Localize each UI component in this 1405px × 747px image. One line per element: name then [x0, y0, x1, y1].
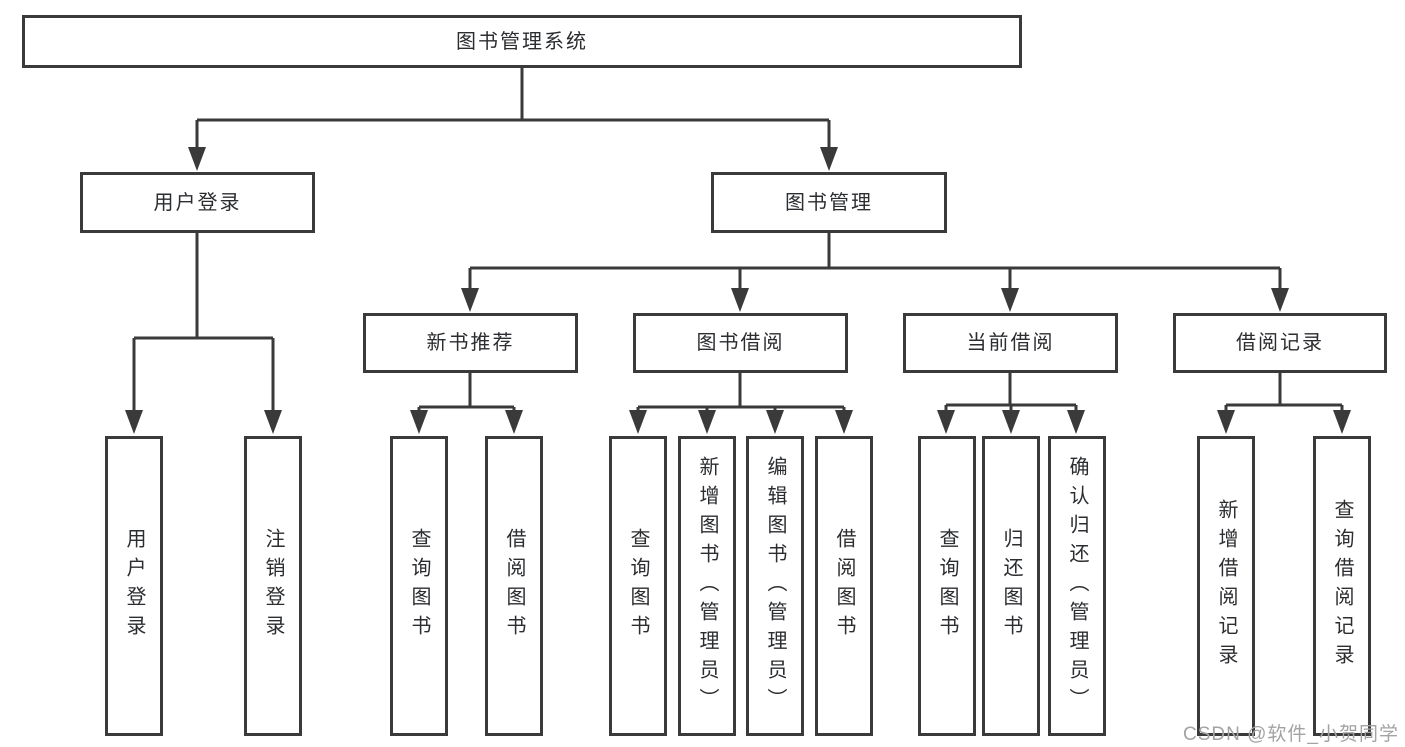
leaf-confirm-return-admin: 确认归还（管理员） [1048, 436, 1106, 736]
leaf-user-login: 用户登录 [105, 436, 163, 736]
node-user-login: 用户登录 [80, 172, 315, 233]
node-new-book-recommend: 新书推荐 [363, 313, 578, 373]
leaf-borrow-books-recommend: 借阅图书 [485, 436, 543, 736]
leaf-add-books-admin-label: 新增图书（管理员） [696, 455, 718, 717]
leaf-return-books: 归还图书 [982, 436, 1040, 736]
leaf-confirm-return-admin-label: 确认归还（管理员） [1066, 455, 1088, 717]
leaf-query-books-recommend: 查询图书 [390, 436, 448, 736]
leaf-add-books-admin: 新增图书（管理员） [678, 436, 736, 736]
node-new-book-recommend-label: 新书推荐 [426, 332, 515, 354]
leaf-query-borrow-record: 查询借阅记录 [1313, 436, 1371, 736]
node-borrow-records: 借阅记录 [1173, 313, 1387, 373]
leaf-borrow-books: 借阅图书 [815, 436, 873, 736]
leaf-query-books-current: 查询图书 [918, 436, 976, 736]
watermark-text: CSDN @软件_小贺同学 [1183, 724, 1399, 745]
node-book-borrow: 图书借阅 [633, 313, 848, 373]
node-library-system: 图书管理系统 [22, 15, 1022, 68]
leaf-query-books-recommend-label: 查询图书 [408, 528, 430, 644]
leaf-query-books-label: 查询图书 [627, 528, 649, 644]
node-library-system-label: 图书管理系统 [456, 30, 588, 53]
node-book-management-label: 图书管理 [785, 191, 873, 214]
leaf-query-books-current-label: 查询图书 [936, 528, 958, 644]
leaf-add-borrow-record: 新增借阅记录 [1197, 436, 1255, 736]
leaf-borrow-books-recommend-label: 借阅图书 [503, 528, 525, 644]
leaf-add-borrow-record-label: 新增借阅记录 [1215, 499, 1237, 673]
node-current-borrow: 当前借阅 [903, 313, 1118, 373]
node-book-borrow-label: 图书借阅 [696, 332, 785, 354]
leaf-edit-books-admin-label: 编辑图书（管理员） [764, 455, 786, 717]
node-borrow-records-label: 借阅记录 [1236, 332, 1324, 354]
leaf-logout-label: 注销登录 [262, 528, 284, 644]
leaf-user-login-label: 用户登录 [123, 528, 145, 644]
leaf-borrow-books-label: 借阅图书 [833, 528, 855, 644]
node-current-borrow-label: 当前借阅 [966, 332, 1055, 354]
leaf-query-borrow-record-label: 查询借阅记录 [1331, 499, 1353, 673]
leaf-query-books: 查询图书 [609, 436, 667, 736]
leaf-edit-books-admin: 编辑图书（管理员） [746, 436, 804, 736]
leaf-return-books-label: 归还图书 [1000, 528, 1022, 644]
node-book-management: 图书管理 [711, 172, 947, 233]
leaf-logout: 注销登录 [244, 436, 302, 736]
node-user-login-label: 用户登录 [153, 191, 242, 214]
